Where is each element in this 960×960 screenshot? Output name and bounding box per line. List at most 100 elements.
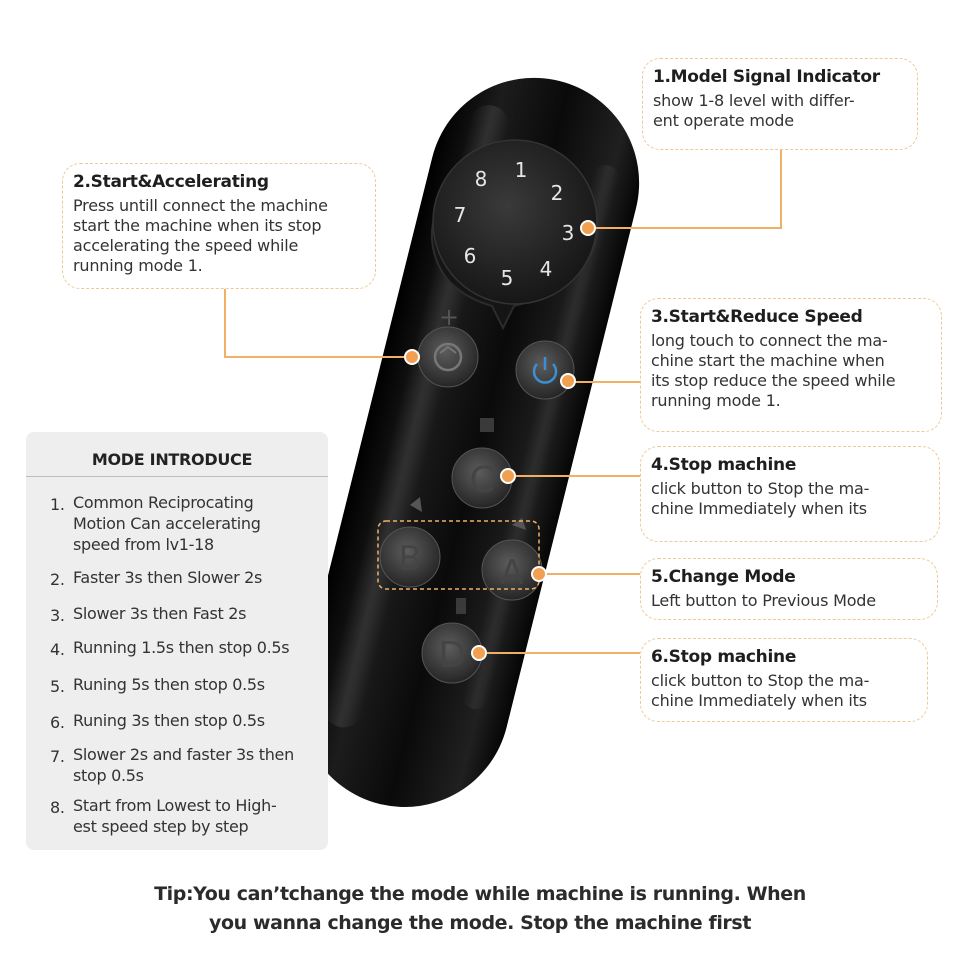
mode-item-line: Runing 3s then stop 0.5s [73, 711, 265, 730]
callout-line: long touch to connect the ma- [651, 331, 888, 350]
leader-line-1 [588, 150, 782, 229]
power-icon [532, 357, 558, 384]
dial-number-5: 5 [501, 266, 514, 290]
mode-item-number: 5. [50, 677, 65, 696]
mode-item-number: 2. [50, 570, 65, 589]
mode-panel-title: MODE INTRODUCE [91, 450, 253, 469]
leader-lines [224, 150, 782, 654]
c-button-label: C [469, 460, 494, 501]
mode-item-text: Running 1.5s then stop 0.5s [73, 637, 323, 658]
change-mode-highlight [377, 520, 540, 590]
b-button-label: B [398, 539, 421, 579]
minus-mark [456, 598, 466, 614]
callout-line: Press untill connect the machine [73, 196, 328, 215]
mode-list: 1. Common Reciprocating Motion Can accel… [26, 432, 328, 850]
mode-item-text: Start from Lowest to High- est speed ste… [73, 795, 323, 837]
mode-item-line: Running 1.5s then stop 0.5s [73, 638, 290, 657]
leader-dots [404, 220, 596, 661]
c-button[interactable]: C [451, 447, 513, 509]
mode-item-number: 6. [50, 713, 65, 732]
mode-item-line: stop 0.5s [73, 766, 144, 785]
callout-body: show 1-8 level with differ- ent operate … [653, 91, 907, 131]
mode-item-line: est speed step by step [73, 817, 249, 836]
leader-line-2 [224, 289, 412, 358]
mode-item-line: Motion Can accelerating [73, 514, 261, 533]
d-button[interactable]: D [421, 622, 483, 684]
mode-panel-divider [26, 476, 328, 477]
callout-title: 2.Start&Accelerating [73, 172, 269, 192]
callout-line: click button to Stop the ma- [651, 479, 870, 498]
mode-item-line: Slower 2s and faster 3s then [73, 745, 294, 764]
a-button-label: A [500, 553, 523, 593]
start-reduce-button[interactable] [515, 340, 575, 400]
dial-number-8: 8 [475, 167, 488, 191]
a-button[interactable]: A [481, 539, 543, 601]
callout-stop-machine-c: 4.Stop machine click button to Stop the … [640, 446, 940, 542]
mode-introduce-panel: MODE INTRODUCE 1. Common Reciprocating M… [26, 432, 328, 850]
left-arrow-icon [410, 497, 422, 512]
leader-dot-2 [404, 349, 420, 365]
mode-item-number: 4. [50, 640, 65, 659]
callout-start-accelerating: 2.Start&Accelerating Press untill connec… [62, 163, 376, 289]
leader-dot-6 [471, 645, 487, 661]
leader-dot-1 [580, 220, 596, 236]
mode-item-line: Faster 3s then Slower 2s [73, 568, 263, 587]
callout-body: click button to Stop the ma- chine Immed… [651, 671, 917, 711]
dial-number-4: 4 [540, 257, 553, 281]
callout-title: 6.Stop machine [651, 647, 797, 667]
mode-item-number: 1. [50, 495, 65, 514]
mode-item-number: 3. [50, 606, 65, 625]
start-accelerate-button[interactable] [417, 326, 479, 388]
mode-item-text: Common Reciprocating Motion Can accelera… [73, 492, 323, 555]
tip-line: you wanna change the mode. Stop the mach… [209, 912, 751, 934]
callout-start-reduce-speed: 3.Start&Reduce Speed long touch to conne… [640, 298, 942, 432]
square-mark [480, 418, 494, 432]
callout-line: accelerating the speed while [73, 236, 299, 255]
dial-number-3: 3 [562, 221, 575, 245]
callout-title: 1.Model Signal Indicator [653, 67, 880, 87]
dial-number-7: 7 [454, 203, 467, 227]
callout-stop-machine-d: 6.Stop machine click button to Stop the … [640, 638, 928, 722]
mode-item-number: 8. [50, 798, 65, 817]
callout-body: Left button to Previous Mode [651, 591, 927, 611]
mode-item-number: 7. [50, 747, 65, 766]
leader-dot-5 [531, 566, 547, 582]
callout-body: click button to Stop the ma- chine Immed… [651, 479, 929, 519]
tip-line: Tip:You can’tchange the mode while machi… [154, 883, 806, 905]
callout-line: its stop reduce the speed while [651, 371, 896, 390]
mode-item-line: Common Reciprocating [73, 493, 254, 512]
callout-line: ent operate mode [653, 111, 794, 130]
tip-text: Tip:You can’tchange the mode while machi… [140, 880, 820, 938]
callout-line: click button to Stop the ma- [651, 671, 870, 690]
callout-body: Press untill connect the machine start t… [73, 196, 365, 276]
plus-mark: + [439, 303, 459, 331]
dial-number-6: 6 [464, 244, 477, 268]
leader-dot-4 [500, 468, 516, 484]
callout-line: start the machine when its stop [73, 216, 322, 235]
mode-item-text: Faster 3s then Slower 2s [73, 567, 323, 588]
mode-item-text: Slower 3s then Fast 2s [73, 603, 323, 624]
callout-line: chine Immediately when its [651, 499, 867, 518]
mode-item-text: Runing 5s then stop 0.5s [73, 674, 323, 695]
callout-title: 4.Stop machine [651, 455, 797, 475]
dial-numbers: 1 2 3 4 5 6 7 8 [454, 158, 575, 290]
dial-number-1: 1 [515, 158, 528, 182]
dial-number-2: 2 [551, 181, 564, 205]
mode-item-line: Runing 5s then stop 0.5s [73, 675, 265, 694]
b-button[interactable]: B [379, 526, 441, 588]
mode-item-line: speed from lv1-18 [73, 535, 214, 554]
callout-line: running mode 1. [651, 391, 781, 410]
mode-item-text: Runing 3s then stop 0.5s [73, 710, 323, 731]
callout-line: chine start the machine when [651, 351, 885, 370]
callout-line: running mode 1. [73, 256, 203, 275]
callout-line: show 1-8 level with differ- [653, 91, 855, 110]
callout-line: chine Immediately when its [651, 691, 867, 710]
signal-dial [430, 139, 600, 331]
callout-title: 3.Start&Reduce Speed [651, 307, 863, 327]
mode-item-line: Start from Lowest to High- [73, 796, 277, 815]
callout-line: Left button to Previous Mode [651, 591, 876, 610]
callout-change-mode: 5.Change Mode Left button to Previous Mo… [640, 558, 938, 620]
callout-title: 5.Change Mode [651, 567, 796, 587]
